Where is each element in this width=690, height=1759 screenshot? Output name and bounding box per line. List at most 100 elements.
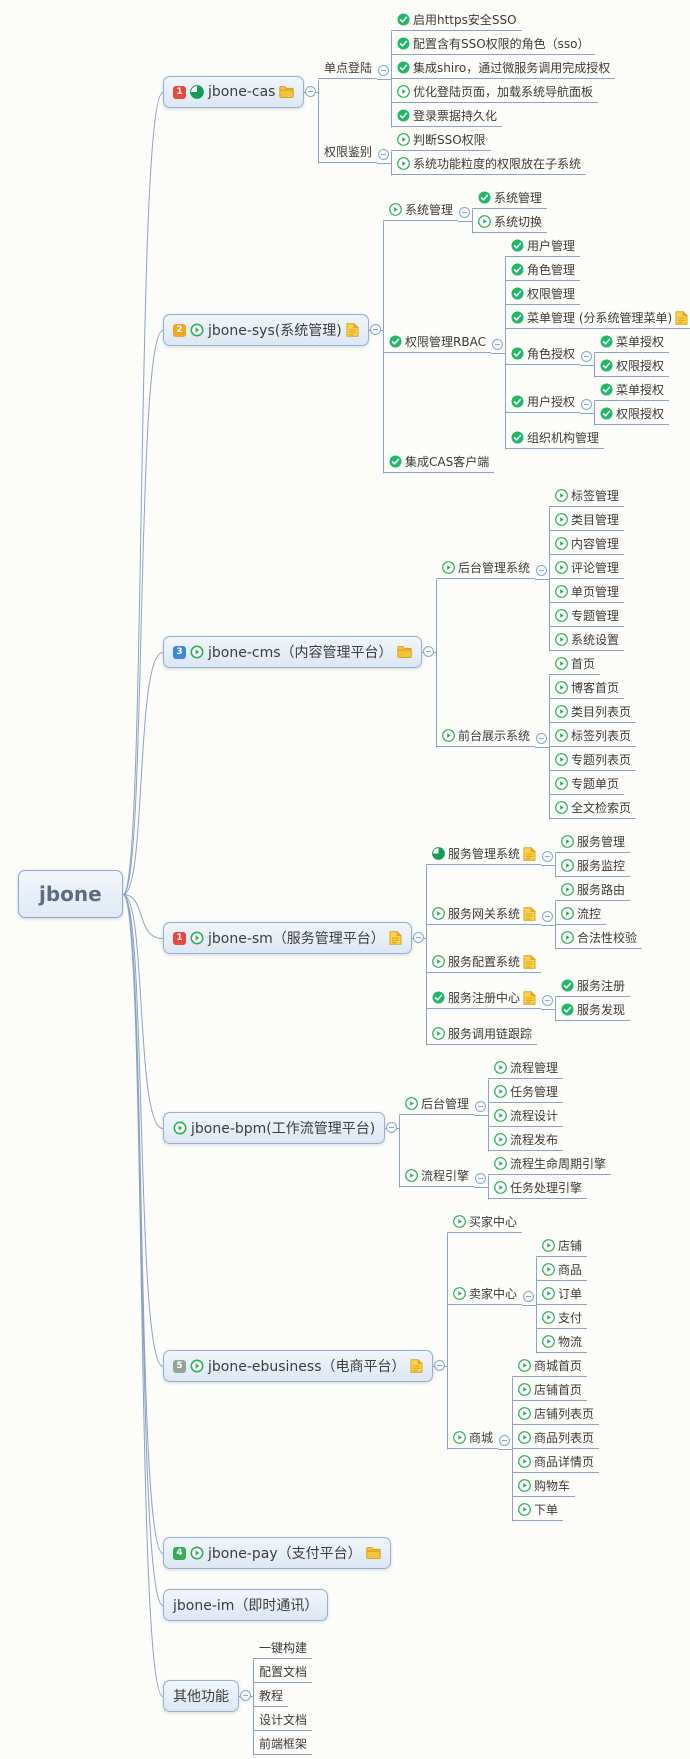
collapse-button[interactable] bbox=[475, 1173, 486, 1184]
mindmap-node[interactable]: 专题单页 bbox=[549, 773, 625, 795]
mindmap-node[interactable]: 教程 bbox=[253, 1685, 289, 1707]
mindmap-node[interactable]: 系统设置 bbox=[549, 629, 625, 651]
mindmap-node[interactable]: 系统功能粒度的权限放在子系统 bbox=[391, 153, 587, 175]
mindmap-node[interactable]: 流程发布 bbox=[488, 1129, 564, 1151]
mindmap-node[interactable]: 订单 bbox=[536, 1283, 588, 1305]
mindmap-node[interactable]: 配置含有SSO权限的角色（sso） bbox=[391, 33, 595, 55]
mindmap-node[interactable]: 优化登陆页面，加载系统导航面板 bbox=[391, 81, 599, 103]
collapse-button[interactable] bbox=[413, 932, 424, 943]
collapse-button[interactable] bbox=[523, 1291, 534, 1302]
mindmap-node[interactable]: 后台管理系统 bbox=[436, 557, 536, 579]
mindmap-node[interactable]: 前台展示系统 bbox=[436, 725, 536, 747]
mindmap-node[interactable]: 下单 bbox=[512, 1499, 564, 1521]
mindmap-node[interactable]: 标签管理 bbox=[549, 485, 625, 507]
mindmap-node[interactable]: 登录票据持久化 bbox=[391, 105, 503, 127]
mindmap-node[interactable]: 商城首页 bbox=[512, 1355, 588, 1377]
collapse-button[interactable] bbox=[434, 1360, 445, 1371]
mindmap-node[interactable]: 店铺 bbox=[536, 1235, 588, 1257]
mindmap-node[interactable]: 任务处理引擎 bbox=[488, 1177, 588, 1199]
mindmap-node[interactable]: 组织机构管理 bbox=[505, 427, 605, 449]
collapse-button[interactable] bbox=[581, 399, 592, 410]
collapse-button[interactable] bbox=[459, 207, 470, 218]
mindmap-node[interactable]: 卖家中心 bbox=[447, 1283, 523, 1305]
mindmap-node[interactable]: 内容管理 bbox=[549, 533, 625, 555]
mindmap-node[interactable]: 后台管理 bbox=[399, 1093, 475, 1115]
mindmap-node[interactable]: 任务管理 bbox=[488, 1081, 564, 1103]
mindmap-node[interactable]: 角色授权 bbox=[505, 343, 581, 365]
collapse-button[interactable] bbox=[542, 851, 553, 862]
mindmap-node[interactable]: 物流 bbox=[536, 1331, 588, 1353]
mindmap-node[interactable]: 服务监控 bbox=[555, 855, 631, 877]
collapse-button[interactable] bbox=[386, 1122, 397, 1133]
mindmap-node[interactable]: 权限授权 bbox=[594, 355, 670, 377]
mindmap-node[interactable]: 服务管理 bbox=[555, 831, 631, 853]
mindmap-node[interactable]: 单页管理 bbox=[549, 581, 625, 603]
mindmap-node[interactable]: 专题列表页 bbox=[549, 749, 637, 771]
mindmap-node[interactable]: 购物车 bbox=[512, 1475, 576, 1497]
mindmap-node[interactable]: 买家中心 bbox=[447, 1211, 523, 1233]
mindmap-node[interactable]: 店铺列表页 bbox=[512, 1403, 600, 1425]
mindmap-node[interactable]: 判断SSO权限 bbox=[391, 129, 491, 151]
mindmap-node[interactable]: 单点登陆 bbox=[318, 57, 378, 79]
mindmap-node[interactable]: 服务调用链跟踪 bbox=[426, 1023, 538, 1045]
mindmap-node[interactable]: 用户管理 bbox=[505, 235, 581, 257]
mindmap-node[interactable]: 流控 bbox=[555, 903, 607, 925]
collapse-button[interactable] bbox=[378, 149, 389, 160]
mindmap-node[interactable]: 权限鉴别 bbox=[318, 141, 378, 163]
mindmap-node[interactable]: 系统切换 bbox=[472, 211, 548, 233]
collapse-button[interactable] bbox=[305, 86, 316, 97]
mindmap-node[interactable]: 配置文档 bbox=[253, 1661, 313, 1683]
mindmap-node[interactable]: 支付 bbox=[536, 1307, 588, 1329]
collapse-button[interactable] bbox=[492, 339, 503, 350]
mindmap-node[interactable]: 商品详情页 bbox=[512, 1451, 600, 1473]
mindmap-node[interactable]: 权限管理RBAC bbox=[383, 331, 491, 353]
mindmap-node[interactable]: 流程管理 bbox=[488, 1057, 564, 1079]
collapse-button[interactable] bbox=[378, 65, 389, 76]
mindmap-node[interactable]: 设计文档 bbox=[253, 1709, 313, 1731]
mindmap-node[interactable]: 商品列表页 bbox=[512, 1427, 600, 1449]
mindmap-node[interactable]: 首页 bbox=[549, 653, 601, 675]
mindmap-node[interactable]: 专题管理 bbox=[549, 605, 625, 627]
collapse-button[interactable] bbox=[370, 324, 381, 335]
mindmap-node[interactable]: 其他功能 bbox=[163, 1680, 239, 1712]
mindmap-node[interactable]: 流程生命周期引擎 bbox=[488, 1153, 612, 1175]
mindmap-node[interactable]: 服务发现 bbox=[555, 999, 631, 1021]
mindmap-node[interactable]: 合法性校验 bbox=[555, 927, 643, 949]
collapse-button[interactable] bbox=[536, 733, 547, 744]
mindmap-node[interactable]: 系统管理 bbox=[472, 187, 548, 209]
mindmap-node[interactable]: 服务配置系统 bbox=[426, 951, 542, 973]
mindmap-node[interactable]: 商城 bbox=[447, 1427, 499, 1449]
mindmap-node[interactable]: 类目管理 bbox=[549, 509, 625, 531]
mindmap-node[interactable]: 店铺首页 bbox=[512, 1379, 588, 1401]
collapse-button[interactable] bbox=[499, 1435, 510, 1446]
mindmap-node[interactable]: 服务注册 bbox=[555, 975, 631, 997]
mindmap-node[interactable]: 流程引擎 bbox=[399, 1165, 475, 1187]
mindmap-node[interactable]: 全文检索页 bbox=[549, 797, 637, 819]
mindmap-node[interactable]: 标签列表页 bbox=[549, 725, 637, 747]
collapse-button[interactable] bbox=[240, 1690, 251, 1701]
collapse-button[interactable] bbox=[475, 1101, 486, 1112]
collapse-button[interactable] bbox=[542, 995, 553, 1006]
mindmap-node[interactable]: 商品 bbox=[536, 1259, 588, 1281]
mindmap-node[interactable]: 菜单管理 (分系统管理菜单) bbox=[505, 307, 690, 329]
mindmap-node[interactable]: 服务路由 bbox=[555, 879, 631, 901]
collapse-button[interactable] bbox=[536, 565, 547, 576]
mindmap-node[interactable]: 启用https安全SSO bbox=[391, 9, 522, 31]
mindmap-node[interactable]: 菜单授权 bbox=[594, 331, 670, 353]
root-node[interactable]: jbone bbox=[18, 870, 123, 918]
collapse-button[interactable] bbox=[581, 351, 592, 362]
mindmap-node[interactable]: 集成shiro，通过微服务调用完成授权 bbox=[391, 57, 616, 79]
mindmap-node[interactable]: 服务网关系统 bbox=[426, 903, 542, 925]
mindmap-node[interactable]: 权限管理 bbox=[505, 283, 581, 305]
mindmap-node[interactable]: jbone-im（即时通讯） bbox=[163, 1589, 329, 1621]
mindmap-node[interactable]: 评论管理 bbox=[549, 557, 625, 579]
mindmap-node[interactable]: 系统管理 bbox=[383, 199, 459, 221]
mindmap-node[interactable]: 菜单授权 bbox=[594, 379, 670, 401]
collapse-button[interactable] bbox=[542, 911, 553, 922]
mindmap-node[interactable]: 用户授权 bbox=[505, 391, 581, 413]
